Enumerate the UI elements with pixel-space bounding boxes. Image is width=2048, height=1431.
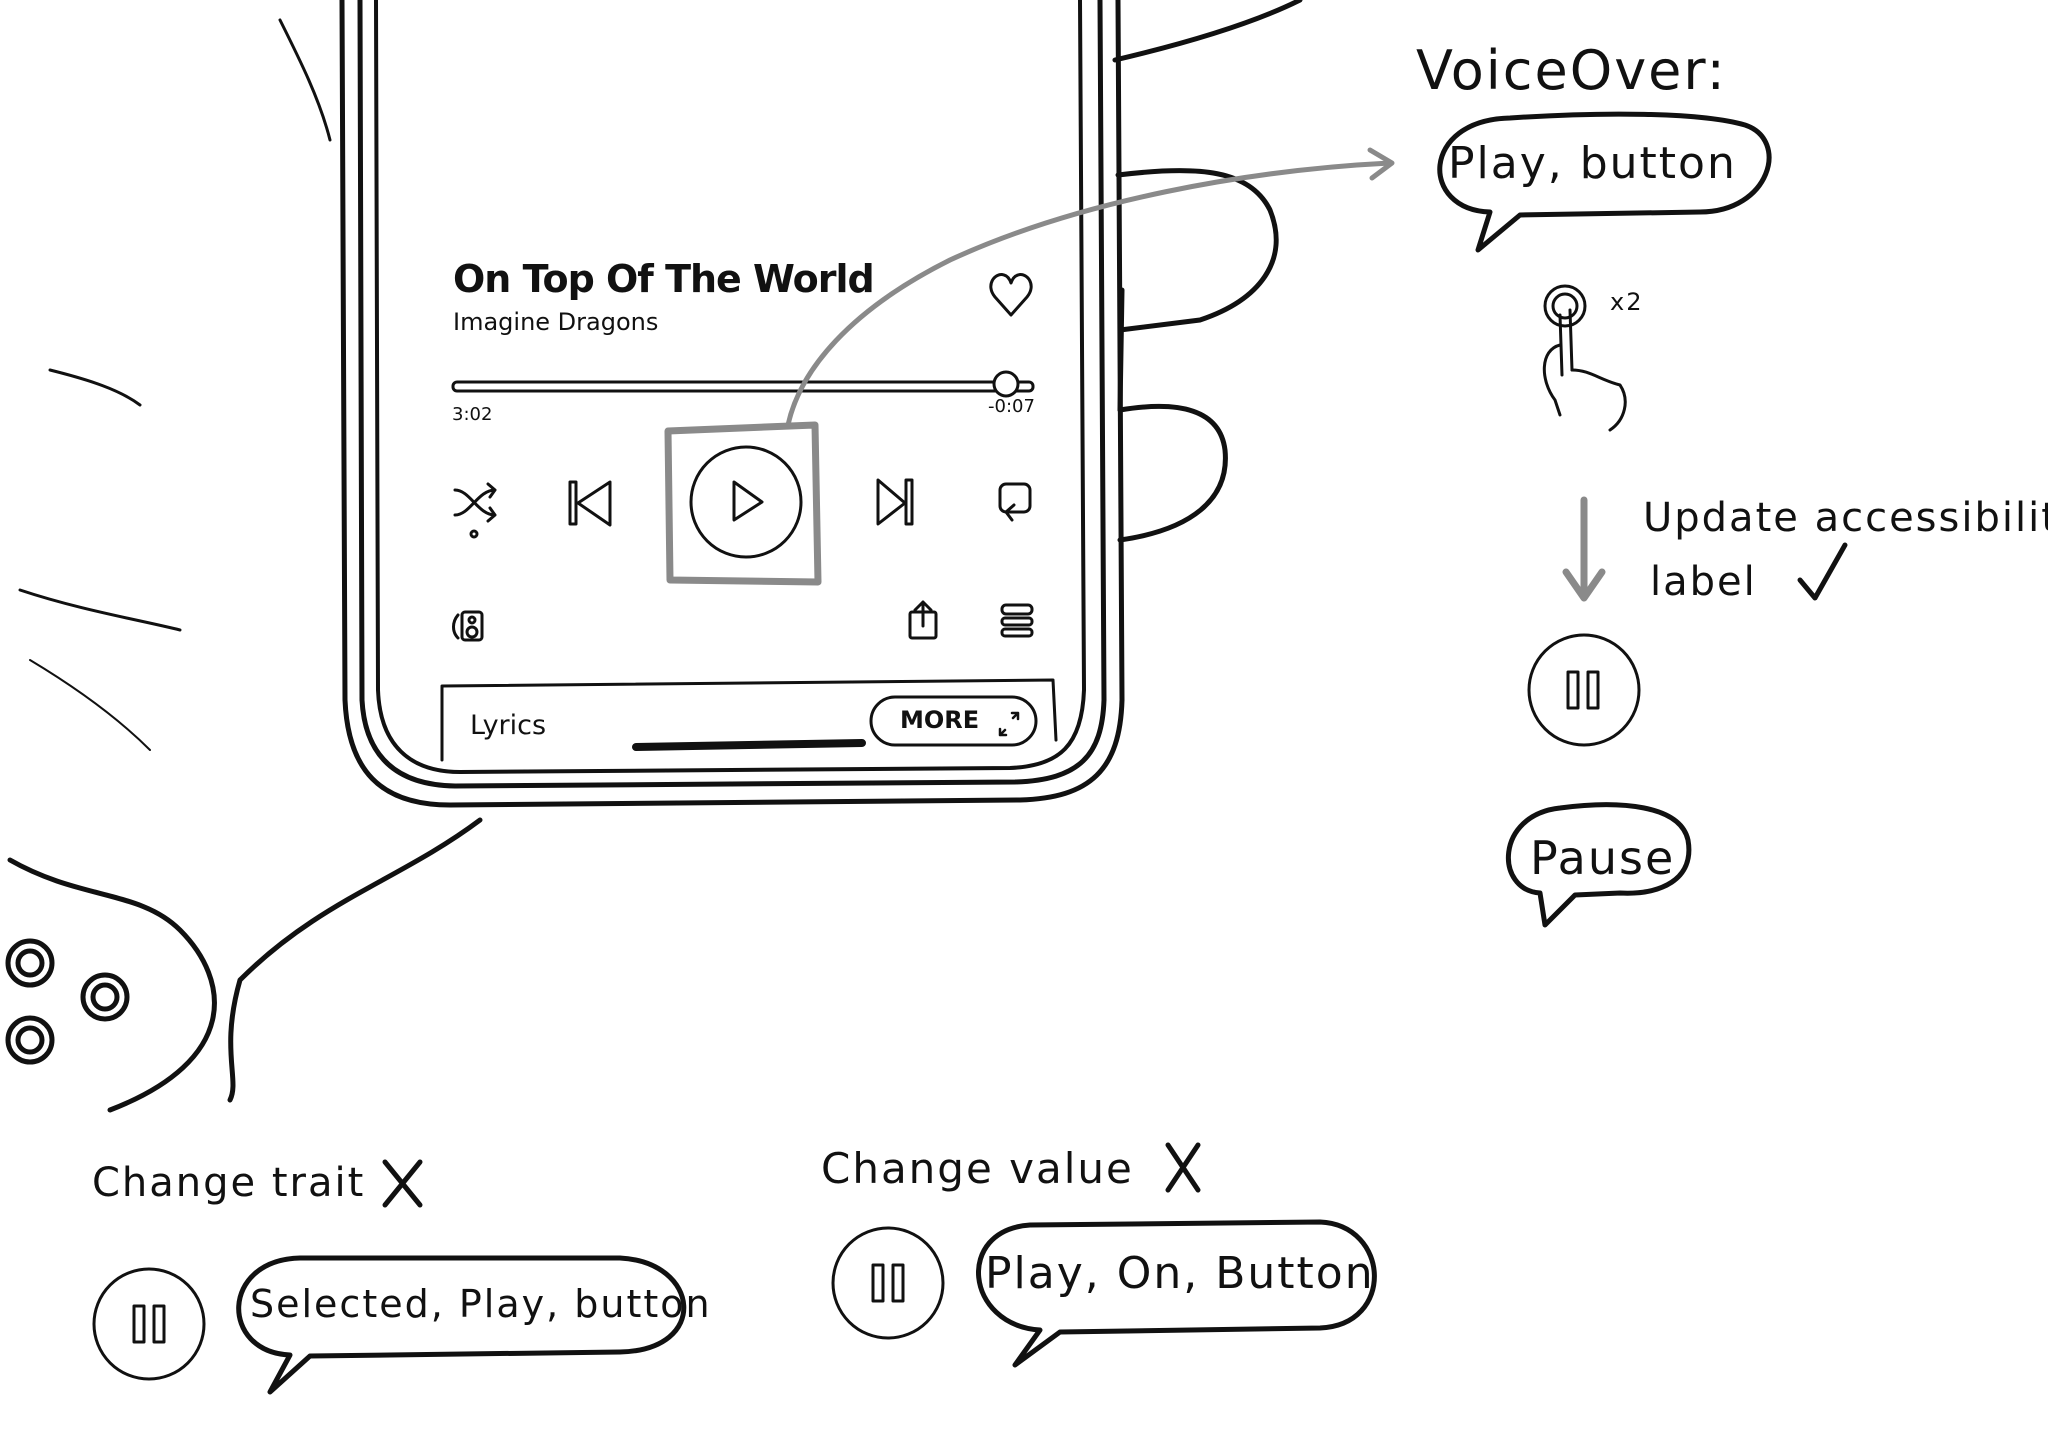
tap-count: x2 — [1610, 288, 1644, 316]
pause-button-graphic — [1527, 633, 1641, 747]
repeat-button[interactable] — [995, 478, 1037, 523]
previous-button[interactable] — [560, 475, 620, 530]
change-value-heading: Change value — [821, 1144, 1134, 1193]
x-mark-icon — [1165, 1142, 1201, 1193]
initial-announcement: Play, button — [1448, 138, 1737, 189]
change-value-announcement: Play, On, Button — [985, 1248, 1375, 1299]
speech-bubble — [1506, 802, 1692, 928]
change-trait-heading: Change trait — [92, 1160, 366, 1206]
play-button-graphic — [689, 445, 803, 559]
more-button-outline — [869, 695, 1038, 747]
queue-icon — [1000, 603, 1034, 638]
shuffle-button[interactable] — [450, 480, 500, 540]
pause-button-graphic — [92, 1267, 206, 1381]
repeat-icon — [998, 482, 1032, 522]
next-button[interactable] — [870, 475, 920, 530]
result-announcement: Pause — [1530, 831, 1676, 885]
change-trait-announcement: Selected, Play, button — [250, 1282, 712, 1326]
phone-outline — [339, 0, 1125, 808]
speaker-button[interactable] — [450, 600, 490, 645]
home-indicator — [632, 739, 866, 751]
play-button[interactable] — [690, 447, 802, 559]
more-button[interactable]: MORE — [900, 706, 980, 734]
pause-button-graphic — [831, 1226, 945, 1340]
lyrics-panel — [440, 678, 1058, 762]
expand-icon — [998, 711, 1020, 737]
artist-name[interactable]: Imagine Dragons — [453, 308, 659, 336]
progress-slider — [451, 370, 1035, 398]
progress-slider-hit[interactable] — [450, 370, 1040, 400]
shuffle-icon — [453, 482, 497, 539]
share-icon — [908, 600, 938, 640]
song-title: On Top Of The World — [453, 257, 875, 301]
favorite-button[interactable] — [990, 280, 1034, 324]
speech-bubble — [1437, 111, 1772, 253]
queue-button[interactable] — [998, 600, 1038, 640]
next-icon — [876, 478, 914, 526]
update-note-line2: label — [1650, 559, 1757, 605]
focus-highlight — [664, 147, 1606, 602]
double-tap-icon — [1542, 284, 1627, 432]
checkmark-icon — [1797, 542, 1848, 601]
remaining-time: -0:07 — [988, 396, 1035, 417]
x-mark-icon — [382, 1159, 423, 1208]
speaker-icon — [452, 610, 484, 642]
elapsed-time: 3:02 — [452, 404, 493, 425]
voiceover-heading: VoiceOver: — [1416, 39, 1727, 102]
heart-icon — [989, 273, 1033, 317]
share-button[interactable] — [903, 598, 943, 643]
speech-bubble — [976, 1219, 1377, 1368]
previous-icon — [568, 480, 612, 527]
lyrics-label[interactable]: Lyrics — [470, 710, 547, 741]
hand-holding-phone — [5, 0, 1303, 1113]
update-note-line1: Update accessibility — [1643, 495, 2048, 541]
speech-bubble — [236, 1255, 687, 1395]
